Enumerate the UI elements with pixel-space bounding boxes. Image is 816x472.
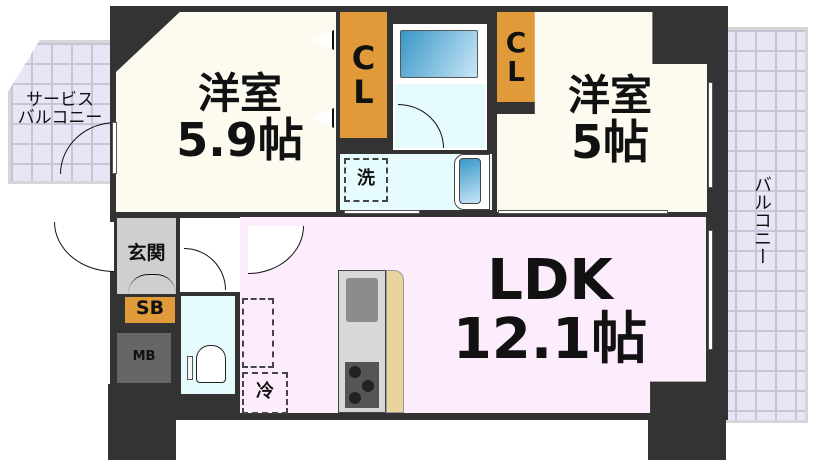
closet-2-label-l: L: [507, 55, 525, 89]
western-room-2-size: 5帖: [570, 115, 649, 170]
bottom-cutout: [176, 420, 648, 472]
partition-window: [344, 210, 420, 214]
ldk-window: [708, 230, 713, 350]
closet-2-label: C L: [497, 28, 535, 87]
western-room-1-label: 洋室 5.9帖: [150, 69, 330, 168]
main-balcony: [712, 27, 808, 423]
service-balcony: [8, 40, 114, 184]
ldk: [240, 217, 706, 413]
meter-box: [117, 333, 171, 383]
shoe-box-label: SB: [135, 297, 165, 319]
kitchen-counter-top: [386, 270, 404, 413]
washer-space-label: 洗: [357, 168, 375, 189]
western-room-2-window: [708, 82, 713, 188]
washer-space: [344, 158, 388, 202]
western-room-2-label: 洋室 5帖: [540, 71, 680, 170]
closet-1-label-c: C: [351, 39, 376, 77]
service-balcony-label-line2: バルコニー: [17, 107, 103, 128]
storage-dashed-area: [242, 298, 274, 368]
fridge-space-label: 冷: [256, 381, 274, 402]
bathtub-icon: [400, 30, 478, 78]
ldk-name: LDK: [487, 248, 613, 313]
closet-1-label: C L: [340, 39, 387, 111]
stove-burner-icon: [362, 380, 374, 392]
shoe-box: [125, 297, 175, 323]
western-room-1-name: 洋室: [197, 69, 282, 118]
fridge-space: [242, 372, 288, 414]
closet-2: [497, 12, 535, 102]
wall-pillar-bottom-right: [648, 380, 726, 460]
service-balcony-label-line1: サービス: [26, 90, 94, 110]
ldk-size: 12.1帖: [452, 306, 648, 372]
service-balcony-label: サービス バルコニー: [10, 90, 110, 128]
western-room-1-window: [112, 122, 117, 174]
shoe-box-doors[interactable]: [128, 274, 176, 294]
entrance-label: 玄関: [127, 242, 166, 264]
kitchen-sink-icon: [346, 278, 378, 322]
partition-window: [498, 210, 668, 214]
main-balcony-label: バルコニー: [751, 175, 772, 265]
stove-burner-icon: [349, 366, 361, 378]
toilet-control-panel-icon: [187, 356, 193, 380]
western-room-1-size: 5.9帖: [176, 113, 304, 168]
closet-2-label-c: C: [505, 26, 527, 59]
ldk-label: LDK 12.1帖: [420, 248, 680, 372]
wash-basin-bowl-icon: [459, 158, 481, 204]
western-room-1: [116, 12, 336, 212]
closet-1: [340, 12, 387, 138]
stove-burner-icon: [349, 392, 361, 404]
meter-box-label: MB: [132, 349, 156, 364]
wall-pillar-bottom-left: [108, 384, 176, 460]
western-room-2-name: 洋室: [567, 71, 652, 120]
closet-1-label-l: L: [353, 72, 374, 111]
front-door[interactable]: [54, 222, 114, 272]
toilet-icon: [196, 345, 226, 383]
